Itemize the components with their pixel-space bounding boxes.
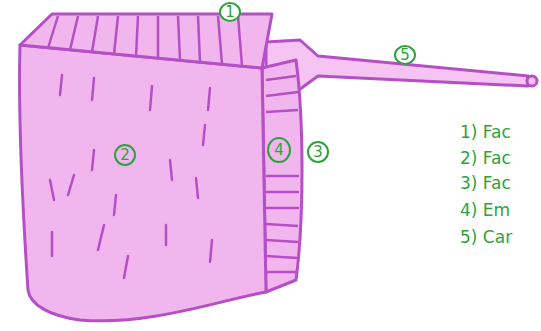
top-face [20, 14, 272, 68]
front-strokes [50, 75, 212, 278]
side-face [262, 60, 302, 292]
legend-item: 2) Fac [460, 150, 511, 167]
callout-circles [115, 3, 415, 165]
legend-item: 1) Fac [460, 124, 511, 141]
callout-number: 4 [274, 143, 284, 158]
callout-number: 5 [400, 48, 410, 63]
legend-item: 3) Fac [460, 175, 511, 192]
callout-number: 1 [225, 5, 235, 20]
callout-number: 3 [313, 145, 323, 160]
callout-number: 2 [120, 148, 130, 163]
side-hatch [266, 76, 299, 272]
legend-item: 5) Car [460, 229, 512, 246]
top-hatch [48, 16, 242, 66]
legend-item: 4) Em [460, 202, 510, 219]
handle [266, 40, 528, 92]
handle-tip [527, 76, 537, 86]
front-face [19, 45, 266, 321]
